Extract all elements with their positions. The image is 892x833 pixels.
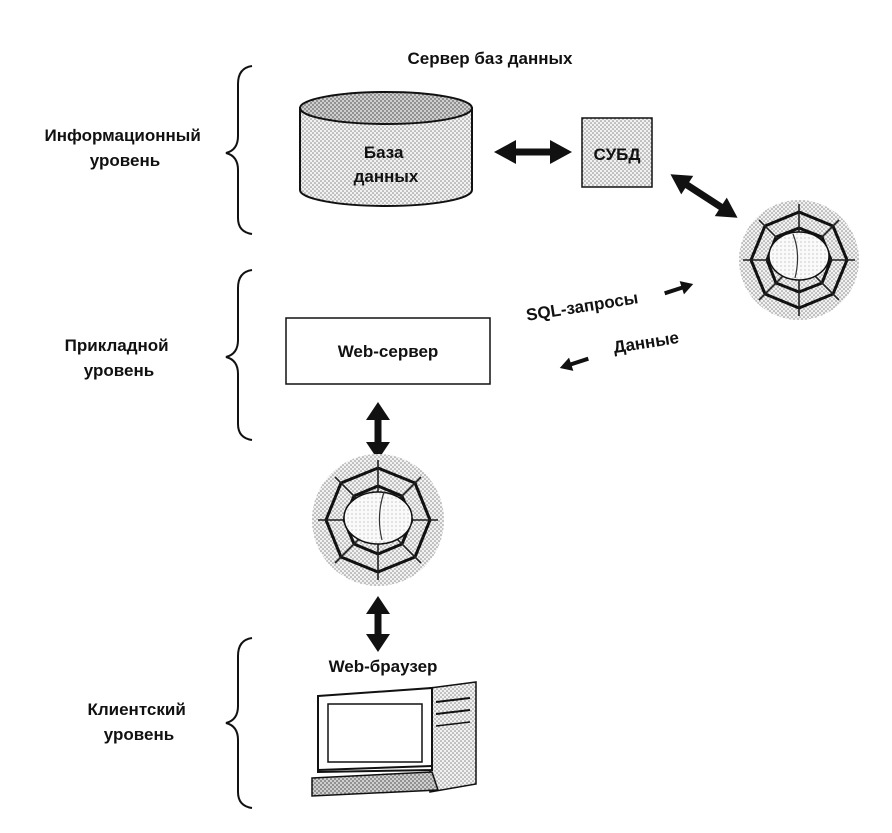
webserver-network-arrow xyxy=(366,402,390,460)
network-web-icon-center xyxy=(312,454,444,586)
db-dbms-arrow xyxy=(494,140,572,164)
dbms-box xyxy=(581,117,653,188)
data-label: Данные xyxy=(612,328,680,357)
info-level-label: Информационный уровень xyxy=(44,126,205,170)
web-server-label: Web-сервер xyxy=(338,342,439,361)
info-level-brace xyxy=(225,65,253,235)
client-level-brace xyxy=(225,637,253,809)
sql-queries-arrow xyxy=(664,281,694,296)
computer-icon xyxy=(311,681,477,797)
database-cylinder xyxy=(299,91,473,207)
app-level-brace xyxy=(225,269,253,441)
app-level-label: Прикладной уровень xyxy=(65,336,174,380)
db-server-label: Сервер баз данных xyxy=(408,49,574,68)
client-level-label: Клиентский уровень xyxy=(87,700,190,744)
database-label: База данных xyxy=(354,143,419,186)
dbms-network-arrow xyxy=(670,174,738,218)
web-server-box xyxy=(285,317,491,385)
network-browser-arrow xyxy=(366,596,390,652)
network-web-icon xyxy=(739,200,859,320)
web-browser-label: Web-браузер xyxy=(329,657,438,676)
sql-queries-label: SQL-запросы xyxy=(525,288,640,324)
data-arrow xyxy=(559,356,589,371)
dbms-label: СУБД xyxy=(594,145,641,164)
